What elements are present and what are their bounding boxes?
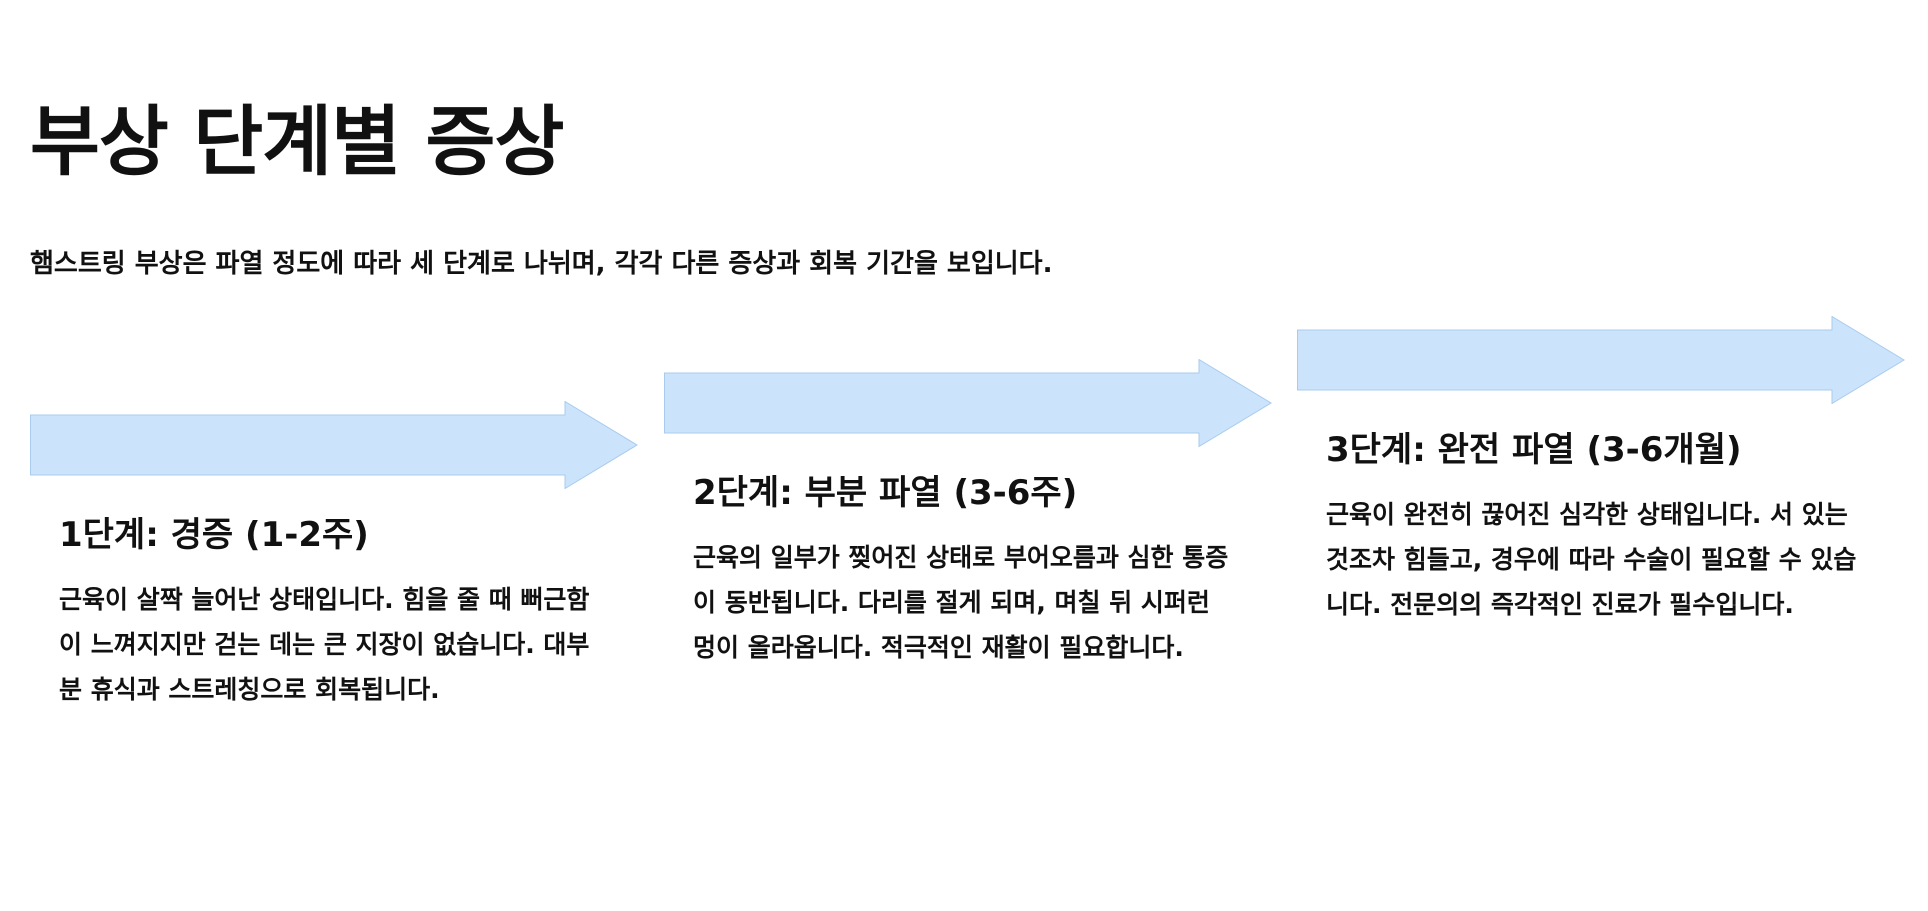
stage-3-description: 근육이 완전히 끊어진 심각한 상태입니다. 서 있는 것조차 힘들고, 경우에… <box>1326 500 1857 619</box>
stage-2-description: 근육의 일부가 찢어진 상태로 부어오름과 심한 통증이 동반됩니다. 다리를 … <box>693 543 1229 662</box>
page-title: 부상 단계별 증상 <box>30 97 564 186</box>
stage-2-title: 2단계: 부분 파열 (3-6주) <box>693 473 1078 513</box>
stage-1-description: 근육이 살짝 늘어난 상태입니다. 힘을 줄 때 뻐근함이 느껴지지만 걷는 데… <box>59 585 590 704</box>
stage-2-arrow <box>664 359 1272 447</box>
stage-1-arrow <box>30 401 638 489</box>
stage-3-arrow <box>1297 316 1905 404</box>
stage-3-title: 3단계: 완전 파열 (3-6개월) <box>1326 430 1742 470</box>
stage-1-title: 1단계: 경증 (1-2주) <box>59 515 369 555</box>
page-subtitle: 햄스트링 부상은 파열 정도에 따라 세 단계로 나뉘며, 각각 다른 증상과 … <box>30 249 1053 279</box>
